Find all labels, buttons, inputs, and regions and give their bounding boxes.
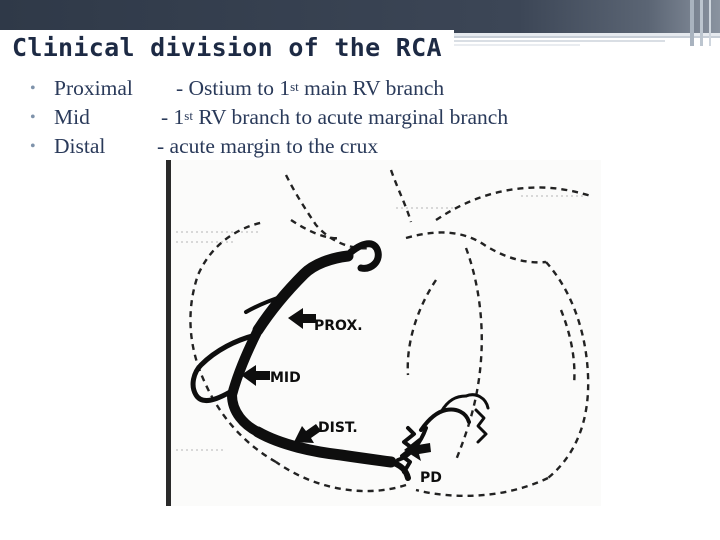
rca-diagram: PROX. MID DIST. PD	[166, 160, 601, 506]
mid-label: MID	[270, 370, 301, 386]
bullet-description: - Ostium to 1st main RV branch	[176, 76, 445, 100]
bullet-label: Distal	[54, 134, 106, 158]
bullet-label: Mid	[54, 105, 90, 129]
prox-arrow-icon	[288, 308, 316, 329]
pd-label: PD	[420, 470, 442, 486]
bullet-description: - acute margin to the crux	[157, 134, 379, 158]
bullet-icon: •	[30, 109, 36, 126]
slide-title: Clinical division of the RCA	[12, 32, 442, 62]
scan-noise	[176, 195, 586, 451]
prox-label: PROX.	[314, 318, 363, 334]
dist-arrow-icon	[294, 424, 321, 443]
title-box: Clinical division of the RCA	[0, 30, 454, 64]
bullet-label: Proximal	[54, 76, 133, 100]
pd-arrow-icon	[404, 438, 431, 461]
bullet-description: - 1st RV branch to acute marginal branch	[161, 105, 509, 129]
segment-arrows	[241, 308, 431, 461]
diagram-left-edge	[166, 160, 171, 506]
diagram-background	[166, 160, 601, 506]
bullet-icon: •	[30, 80, 36, 97]
mid-arrow-icon	[241, 365, 270, 386]
bullet-icon: •	[30, 138, 36, 155]
dist-label: DIST.	[318, 420, 358, 436]
